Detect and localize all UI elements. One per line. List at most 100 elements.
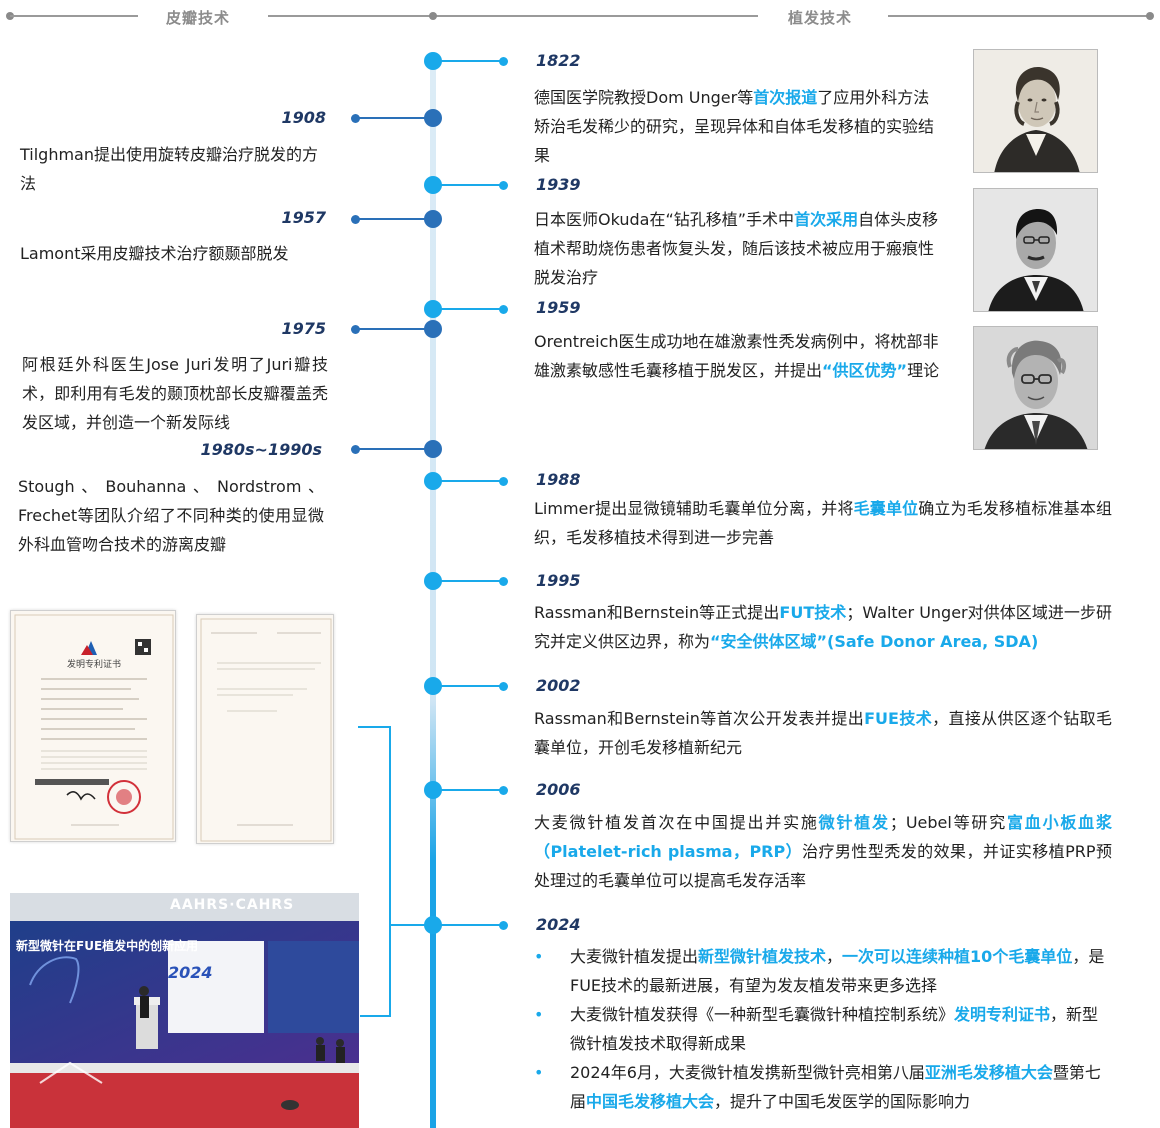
- highlight: 微针植发: [818, 813, 890, 832]
- connector-bracket: [360, 1015, 391, 1017]
- year-2002: 2002: [536, 676, 581, 695]
- conference-year: 2024: [168, 963, 213, 982]
- connector-line: [356, 328, 426, 330]
- header-line: [888, 15, 1150, 17]
- year-1995: 1995: [536, 571, 581, 590]
- connector-dot: [351, 114, 360, 123]
- bullet-icon: •: [534, 1005, 544, 1024]
- timeline-node-1995: [424, 572, 442, 590]
- connector-dot: [499, 921, 508, 930]
- connector-dot: [499, 57, 508, 66]
- highlight: 一次可以连续种植10个毛囊单位: [842, 947, 1073, 966]
- timeline-node-1957: [424, 210, 442, 228]
- highlight: “供区优势”: [822, 361, 908, 380]
- highlight: 发明专利证书: [954, 1005, 1051, 1024]
- conference-sign: AAHRS·CAHRS: [170, 897, 295, 913]
- timeline-node-2024: [424, 916, 442, 934]
- highlight: 新型微针植发技术: [698, 947, 827, 966]
- event-1959-text: Orentreich医生成功地在雄激素性秃发病例中，将枕部非雄激素敏感性毛囊移植…: [534, 332, 940, 380]
- highlight: FUE技术: [864, 709, 933, 728]
- event-2002-text: Rassman和Bernstein等首次公开发表并提出FUE技术，直接从供区逐个…: [534, 709, 1112, 757]
- highlight: 亚洲毛发移植大会: [924, 1063, 1053, 1082]
- connector-line: [440, 685, 502, 687]
- patent-certificate-back: [196, 614, 334, 844]
- timeline-node-1980s: [424, 440, 442, 458]
- event-1939-text: 日本医师Okuda在“钻孔移植”手术中首次采用自体头皮移植术帮助烧伤患者恢复头发…: [534, 210, 939, 287]
- header-center-dot: [429, 12, 437, 20]
- connector-bracket: [358, 726, 390, 728]
- bullet-icon: •: [534, 947, 544, 966]
- highlight: 首次报道: [753, 88, 818, 107]
- year-2024: 2024: [536, 915, 581, 934]
- portrait-1822-engraving: [973, 49, 1098, 173]
- timeline-axis: [430, 60, 436, 1128]
- list-item: •大麦微针植发提出新型微针植发技术，一次可以连续种植10个毛囊单位，是FUE技术…: [534, 942, 1114, 1000]
- year-1980s-1990s: 1980s~1990s: [200, 440, 322, 459]
- connector-line: [440, 60, 502, 62]
- event-1822-text: 德国医学院教授Dom Unger等首次报道了应用外科方法矫治毛发稀少的研究，呈现…: [534, 88, 935, 165]
- right-section-title: 植发技术: [788, 9, 853, 27]
- connector-dot: [499, 477, 508, 486]
- connector-line: [356, 448, 426, 450]
- timeline-node-2002: [424, 677, 442, 695]
- patent-certificate-title: 发明专利证书: [66, 660, 121, 670]
- list-item: •2024年6月，大麦微针植发携新型微针亮相第八届亚洲毛发移植大会暨第七届中国毛…: [534, 1058, 1114, 1116]
- event-2006-text: 大麦微针植发首次在中国提出并实施微针植发；Uebel等研究富血小板血浆（Plat…: [534, 813, 1112, 890]
- portrait-1939-photo: [973, 188, 1098, 312]
- event-1988-text: Limmer提出显微镜辅助毛囊单位分离，并将毛囊单位确立为毛发移植标准基本组织，…: [534, 499, 1112, 547]
- left-section-title: 皮瓣技术: [166, 9, 231, 27]
- event-1975-text: 阿根廷外科医生Jose Juri发明了Juri瓣技术，即利用有毛发的颞顶枕部长皮…: [22, 355, 328, 432]
- portrait-1959-photo: [973, 326, 1098, 450]
- highlight: FUT技术: [779, 603, 847, 622]
- highlight: 毛囊单位: [853, 499, 919, 518]
- connector-line: [356, 117, 426, 119]
- event-1995-text: Rassman和Bernstein等正式提出FUT技术；Walter Unger…: [534, 603, 1112, 651]
- connector-dot: [499, 577, 508, 586]
- year-1822: 1822: [536, 51, 581, 70]
- connector-line: [440, 789, 502, 791]
- header-line: [10, 15, 138, 17]
- year-1957: 1957: [281, 208, 326, 227]
- year-1939: 1939: [536, 175, 581, 194]
- event-1980s-text: Stough 、 Bouhanna 、 Nordstrom 、 Frechet等…: [18, 477, 324, 554]
- header-right-end-dot: [1146, 12, 1154, 20]
- connector-dot: [351, 325, 360, 334]
- year-1975: 1975: [281, 319, 326, 338]
- patent-certificate-front: 发明专利证书: [10, 610, 176, 842]
- connector-line: [356, 218, 426, 220]
- list-item: •大麦微针植发获得《一种新型毛囊微针种植控制系统》发明专利证书，新型微针植发技术…: [534, 1000, 1114, 1058]
- timeline-node-1988: [424, 472, 442, 490]
- conference-photo: 新型微针在FUE植发中的创新应用 2024 AAHRS·CAHRS: [10, 893, 359, 1128]
- connector-bracket: [389, 924, 427, 926]
- connector-line: [440, 580, 502, 582]
- header-line: [268, 15, 758, 17]
- year-1959: 1959: [536, 298, 581, 317]
- connector-line: [440, 308, 502, 310]
- connector-dot: [499, 305, 508, 314]
- connector-line: [440, 184, 502, 186]
- year-1988: 1988: [536, 470, 581, 489]
- timeline-node-1939: [424, 176, 442, 194]
- bullet-icon: •: [534, 1063, 544, 1082]
- highlight: 首次采用: [794, 210, 859, 229]
- conference-banner-text: 新型微针在FUE植发中的创新应用: [16, 939, 199, 953]
- connector-dot: [499, 682, 508, 691]
- connector-dot: [499, 181, 508, 190]
- highlight: 中国毛发移植大会: [586, 1092, 715, 1111]
- connector-dot: [351, 445, 360, 454]
- timeline-node-1908: [424, 109, 442, 127]
- connector-dot: [351, 215, 360, 224]
- event-1957-text: Lamont采用皮瓣技术治疗额颞部脱发: [20, 244, 289, 263]
- highlight: “安全供体区域”(Safe Donor Area, SDA): [710, 632, 1039, 651]
- connector-line: [440, 924, 502, 926]
- connector-line: [440, 480, 502, 482]
- event-2024-list: •大麦微针植发提出新型微针植发技术，一次可以连续种植10个毛囊单位，是FUE技术…: [534, 942, 1114, 1116]
- timeline-node-1975: [424, 320, 442, 338]
- connector-dot: [499, 786, 508, 795]
- timeline-node-1822: [424, 52, 442, 70]
- highlight: 富血小板血浆（Platelet-rich plasma，PRP）: [534, 813, 1112, 861]
- timeline-node-1959: [424, 300, 442, 318]
- event-1908-text: Tilghman提出使用旋转皮瓣治疗脱发的方法: [20, 145, 319, 193]
- timeline-node-2006: [424, 781, 442, 799]
- connector-bracket: [389, 726, 391, 1016]
